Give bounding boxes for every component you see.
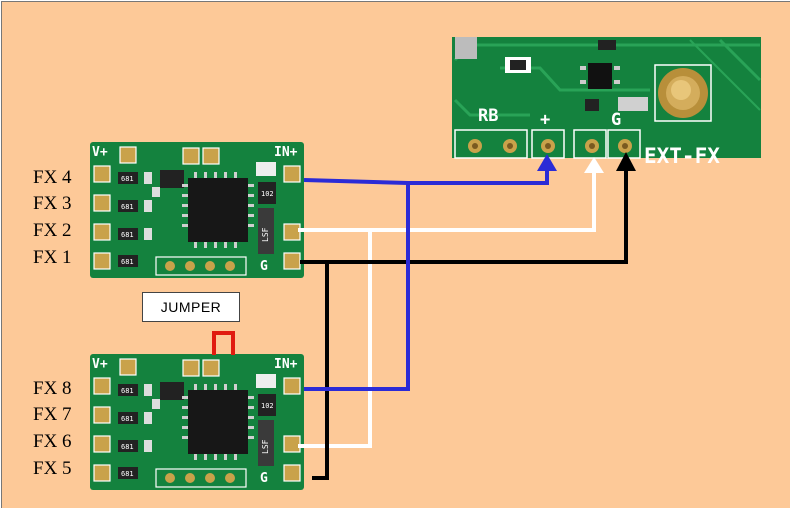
vplus-label: V+ (92, 145, 108, 160)
white-wire (298, 172, 596, 448)
jumper-wire (212, 331, 235, 355)
resistor-label: 681 (121, 175, 134, 183)
white-arrowhead (584, 157, 604, 173)
fx7-label: FX 7 (33, 404, 72, 425)
connector-stub (455, 37, 477, 59)
resistor-label: 681 (121, 387, 134, 395)
vplus-label: V+ (92, 357, 108, 372)
resistor-label: 681 (121, 203, 134, 211)
blue-wire (303, 170, 549, 185)
module-side-label: LSF (261, 439, 270, 454)
inplus-label: IN+ (274, 145, 298, 160)
fx5-label: FX 5 (33, 458, 72, 479)
module-side-label: LSF (261, 227, 270, 242)
sound-module-2: V+ IN+ G 681 681 681 681 (90, 354, 304, 490)
resistor-label-alt: 102 (261, 190, 274, 198)
resistor-label: 681 (121, 470, 134, 478)
mosfet-chip (588, 63, 612, 89)
fx1-label: FX 1 (33, 247, 72, 268)
resistor-label: 681 (121, 231, 134, 239)
rb-label: RB (478, 106, 498, 126)
jumper-label: JUMPER (142, 292, 240, 322)
sound-module-1: V+ IN+ G 681 681 681 681 (90, 142, 304, 278)
fx3-label: FX 3 (33, 193, 72, 214)
inplus-label: IN+ (274, 357, 298, 372)
gold-mounting-pad (654, 64, 712, 122)
fx8-label: FX 8 (33, 378, 72, 399)
g-label: G (260, 259, 268, 274)
resistor-label-alt: 102 (261, 402, 274, 410)
module-ic-chip (182, 384, 254, 460)
fx2-label: FX 2 (33, 220, 72, 241)
resistor-label: 681 (121, 258, 134, 266)
blue-arrowhead (537, 154, 557, 171)
module-ic-chip (182, 172, 254, 248)
fx4-label: FX 4 (33, 167, 72, 188)
fx6-label: FX 6 (33, 431, 72, 452)
plus-label: + (540, 110, 550, 130)
main-board: RB + G EXT-FX (452, 37, 762, 168)
resistor-label: 681 (121, 415, 134, 423)
resistor-label: 681 (121, 443, 134, 451)
ext-fx-label: EXT-FX (644, 144, 720, 168)
g-label: G (260, 471, 268, 486)
black-arrowhead (616, 152, 636, 171)
g-label: G (611, 110, 621, 130)
